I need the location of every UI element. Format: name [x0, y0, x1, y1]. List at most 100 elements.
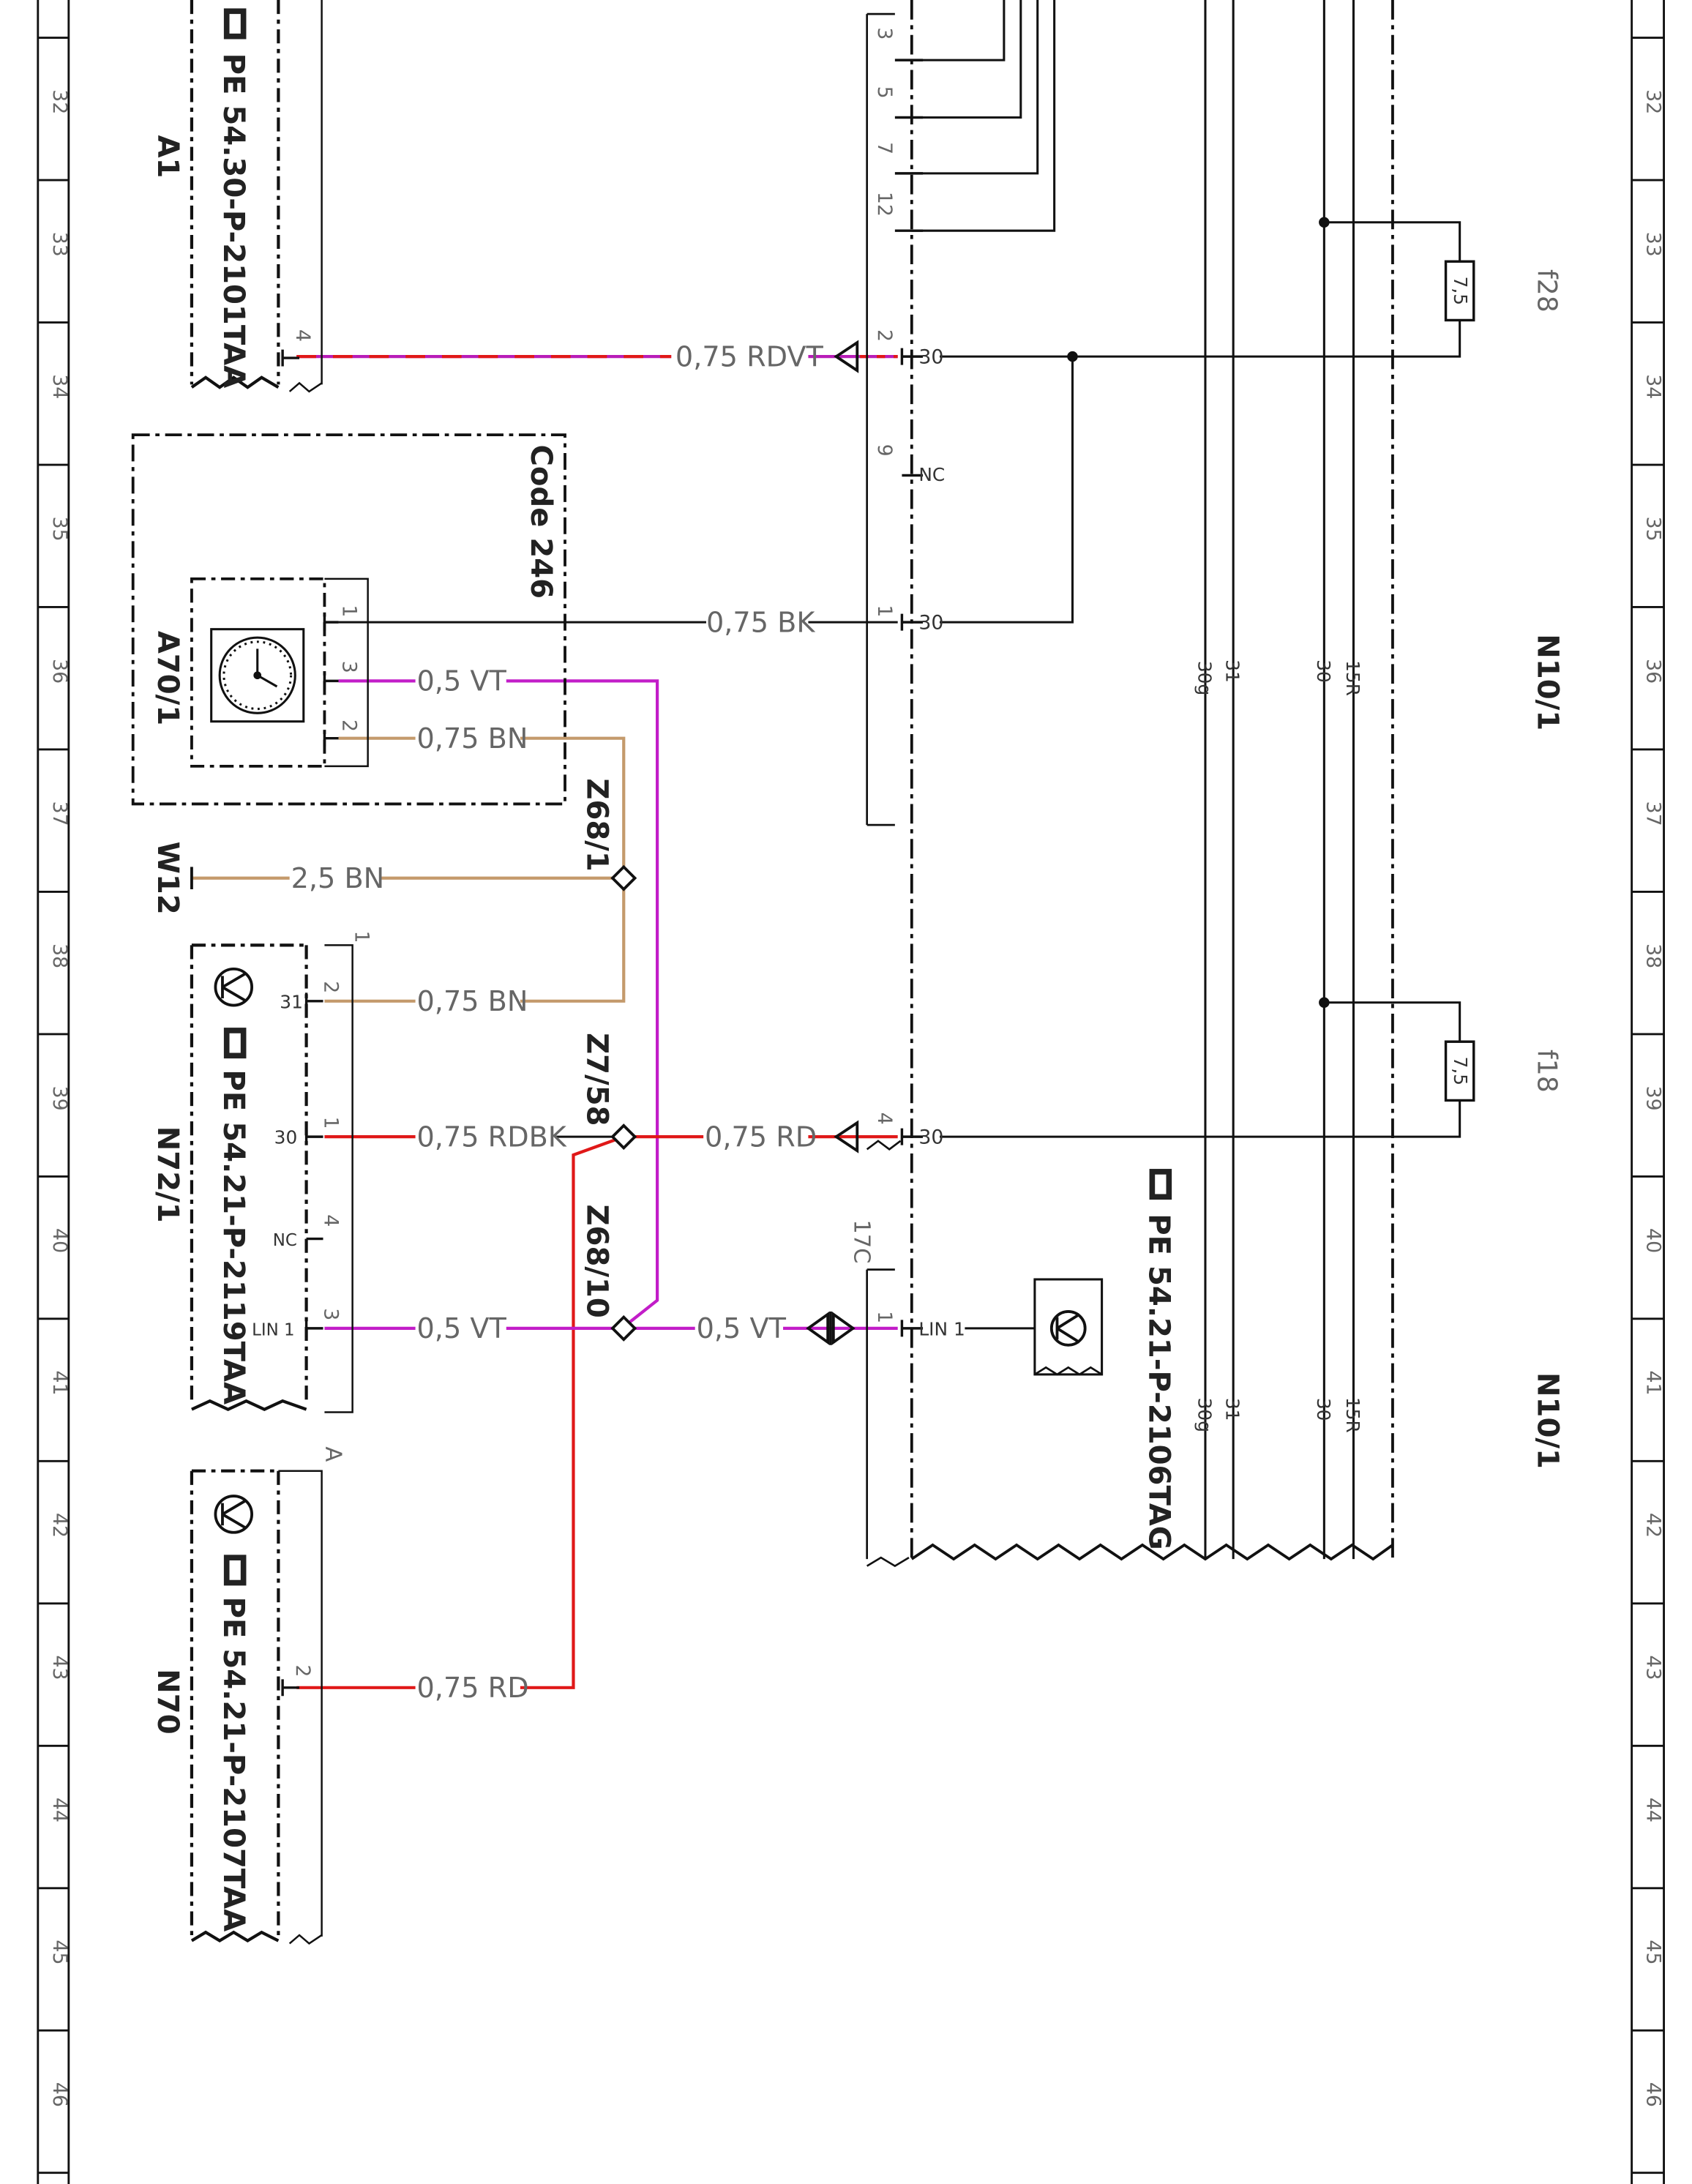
grid-row-label: 37: [1642, 801, 1665, 826]
bus-label-30g-lower: 30g: [1194, 1398, 1215, 1432]
grid-row-label: 43: [1642, 1655, 1665, 1680]
n10-pin-name-nc: NC: [918, 464, 945, 485]
a70-1-module: [190, 577, 369, 768]
bus-label-30: 30: [1313, 659, 1334, 683]
n72-1-label: N72/1: [151, 1126, 184, 1223]
wire-rd-n70: [520, 1135, 624, 1689]
n72-pin-name-lin: LIN 1: [252, 1320, 295, 1339]
fuse-f28-rating: 7,5: [1450, 277, 1471, 306]
grid-row-label: 35: [1642, 517, 1665, 542]
wire-label-rdvt: 0,75 RDVT: [675, 342, 824, 374]
a1-ref-text: PE 54.30-P-2101TAA: [217, 53, 250, 389]
bus-label-15r-lower: 15R: [1342, 1397, 1363, 1433]
grid-row-label: 45: [48, 1940, 71, 1964]
frame: [37, 0, 1665, 2184]
n10-1-label-upper: N10/1: [1531, 634, 1565, 730]
n70-pin-2: 2: [291, 1664, 314, 1677]
grid-row-label: 32: [1642, 89, 1665, 114]
code-246-label: Code 246: [524, 444, 558, 599]
grid-row-label: 45: [1642, 1940, 1665, 1964]
wire-label-rdbk: 0,75 RDBK: [417, 1122, 567, 1154]
bus-label-30-lower: 30: [1313, 1398, 1334, 1421]
fuse-f28: [1444, 260, 1475, 322]
grid-row-label: 46: [48, 2082, 71, 2107]
a1-hand-icon: [223, 8, 247, 40]
wire-label-bk: 0,75 BK: [706, 607, 815, 639]
n10-pin-name-30b: 30: [918, 612, 943, 635]
n10-pin-top-3: 3: [873, 27, 896, 40]
code-246-box: [131, 433, 566, 806]
bus-label-15r: 15R: [1342, 660, 1363, 696]
a1-module: [190, 0, 323, 393]
grid-row-label: 33: [1642, 232, 1665, 257]
n72-ref-text: PE 54.21-P-2119TAA: [217, 1069, 250, 1405]
grid-row-label: 32: [48, 89, 71, 114]
a1-pin-4: 4: [291, 329, 314, 342]
a1-label: A1: [151, 135, 184, 178]
n10-transceiver-icon: [1049, 1310, 1087, 1347]
transceiver-box: [1033, 1278, 1104, 1376]
n10-connector-label: 17C: [848, 1219, 874, 1263]
wire-label-bn-n72: 0,75 BN: [417, 986, 528, 1018]
grid-row-label: 40: [1642, 1228, 1665, 1253]
grid-row-label: 41: [48, 1371, 71, 1396]
grid-row-label: 38: [48, 943, 71, 968]
n10-pin-labels: 3 5 7 12 2 9 1 4 1 17C 30 NC 30 30 LIN 1: [848, 27, 965, 1339]
n10-pin-9: 9: [873, 444, 896, 457]
n10-pin-lin: 1: [873, 1311, 896, 1323]
connector-arrow-pin2: [834, 340, 859, 373]
hand-icon: [1149, 1169, 1172, 1200]
splice-z68-1: [610, 864, 637, 891]
wire-label-rd-n10: 0,75 RD: [705, 1122, 817, 1154]
n10-internal-wiring: [911, 0, 1461, 1560]
n10-pins: [894, 59, 924, 1337]
n10-pin-4: 4: [873, 1112, 896, 1125]
n72-1-module: [190, 943, 353, 1413]
grid-row-label: 36: [1642, 659, 1665, 684]
n10-pin-name-lin: LIN 1: [918, 1318, 965, 1339]
fuses: 7,5 f28 7,5 f18: [1444, 260, 1563, 1102]
n72-pin-name-30: 30: [274, 1127, 298, 1148]
grid-row-label: 41: [1642, 1371, 1665, 1396]
n10-pin-name-30c: 30: [918, 1126, 943, 1149]
n72-pin-2: 2: [319, 981, 342, 993]
n72-transistor-icon: [214, 967, 254, 1007]
grid-row-label: 33: [48, 232, 71, 257]
bus-label-30g: 30g: [1194, 661, 1215, 695]
n10-1-module: [866, 0, 1394, 1568]
n72-pin-name-nc: NC: [273, 1231, 297, 1250]
a70-pin-3: 3: [337, 661, 360, 673]
splice-z7-58: [610, 1123, 637, 1151]
splices: [610, 864, 637, 1342]
grid-row-label: 39: [1642, 1086, 1665, 1111]
grid-row-label: 34: [48, 374, 71, 399]
n72-pin-name-31: 31: [280, 991, 303, 1012]
grid-row-label: 34: [1642, 374, 1665, 399]
wire-label-rd-n70: 0,75 RD: [417, 1672, 529, 1705]
splice-label-z7-58: Z7/58: [580, 1033, 614, 1126]
n10-bus-labels: 30g 31 30 15R 30g 31 30 15R: [1194, 659, 1363, 1433]
n72-pin-3: 3: [319, 1308, 342, 1320]
n72-hand-icon: [223, 1028, 247, 1059]
fuse-f18-label: f18: [1532, 1050, 1563, 1093]
bus-label-31-lower: 31: [1222, 1398, 1243, 1421]
wire-label-vt-n72: 0,5 VT: [417, 1313, 507, 1345]
grid-row-label: 44: [1642, 1798, 1665, 1822]
n10-pin-name-30a: 30: [918, 346, 943, 369]
n10-1-label-lower: N10/1: [1531, 1372, 1565, 1469]
wire-labels: 0,75 RDVT 0,75 BK 0,5 VT 0,75 BN 2,5 BN …: [291, 342, 824, 1705]
n10-pin-2: 2: [873, 329, 896, 342]
grid-row-label: 44: [48, 1798, 71, 1822]
n70-ref-text: PE 54.21-P-2107TAA: [217, 1597, 250, 1932]
grid-row-label: 40: [48, 1228, 71, 1253]
grid-row-label: 39: [48, 1086, 71, 1111]
grid-row-label: 38: [1642, 943, 1665, 968]
grid-row-label: 35: [48, 517, 71, 542]
fuse-f18: [1444, 1040, 1475, 1102]
grid-row-label: 42: [48, 1513, 71, 1538]
fuse-f28-label: f28: [1532, 269, 1563, 313]
wire-label-vt-n10: 0,5 VT: [697, 1313, 787, 1345]
n72-pin-1: 1: [319, 1117, 342, 1129]
n72-conn-pin-1: 1: [350, 930, 373, 943]
